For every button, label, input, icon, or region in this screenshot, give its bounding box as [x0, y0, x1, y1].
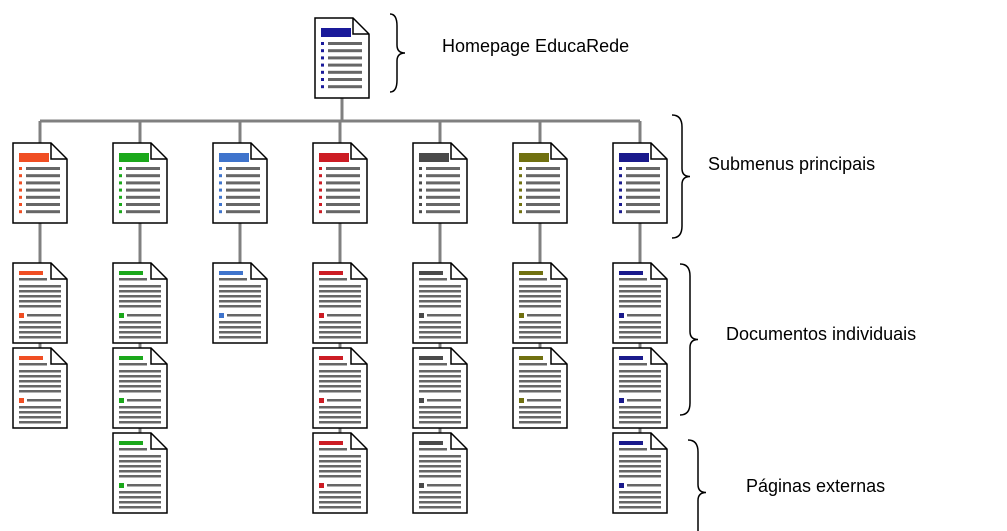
submenu-node [12, 142, 68, 224]
brace-documentos [679, 263, 699, 416]
brace-externas [687, 439, 707, 531]
external-page-node [312, 432, 368, 514]
document-node [412, 262, 468, 344]
label-externas: Páginas externas [746, 476, 886, 496]
submenu-node [512, 142, 568, 224]
submenu-node [312, 142, 368, 224]
homepage-node [314, 17, 370, 99]
external-page-node [412, 432, 468, 514]
document-node [512, 347, 568, 429]
submenu-node [412, 142, 468, 224]
document-node [12, 347, 68, 429]
braces [389, 13, 707, 531]
brace-submenus [671, 114, 691, 239]
external-page-node [612, 432, 668, 514]
label-homepage: Homepage EducaRede [442, 36, 630, 56]
document-node [312, 347, 368, 429]
document-node [412, 347, 468, 429]
label-submenus: Submenus principais [708, 154, 876, 174]
label-documentos: Documentos individuais [726, 324, 917, 344]
submenu-node [212, 142, 268, 224]
page-nodes [12, 17, 668, 514]
document-node [312, 262, 368, 344]
document-node [112, 347, 168, 429]
document-node [512, 262, 568, 344]
document-node [612, 347, 668, 429]
document-node [212, 262, 268, 344]
document-node [612, 262, 668, 344]
external-page-node [112, 432, 168, 514]
document-node [112, 262, 168, 344]
brace-homepage [389, 13, 406, 93]
submenu-node [112, 142, 168, 224]
submenu-node [612, 142, 668, 224]
document-node [12, 262, 68, 344]
